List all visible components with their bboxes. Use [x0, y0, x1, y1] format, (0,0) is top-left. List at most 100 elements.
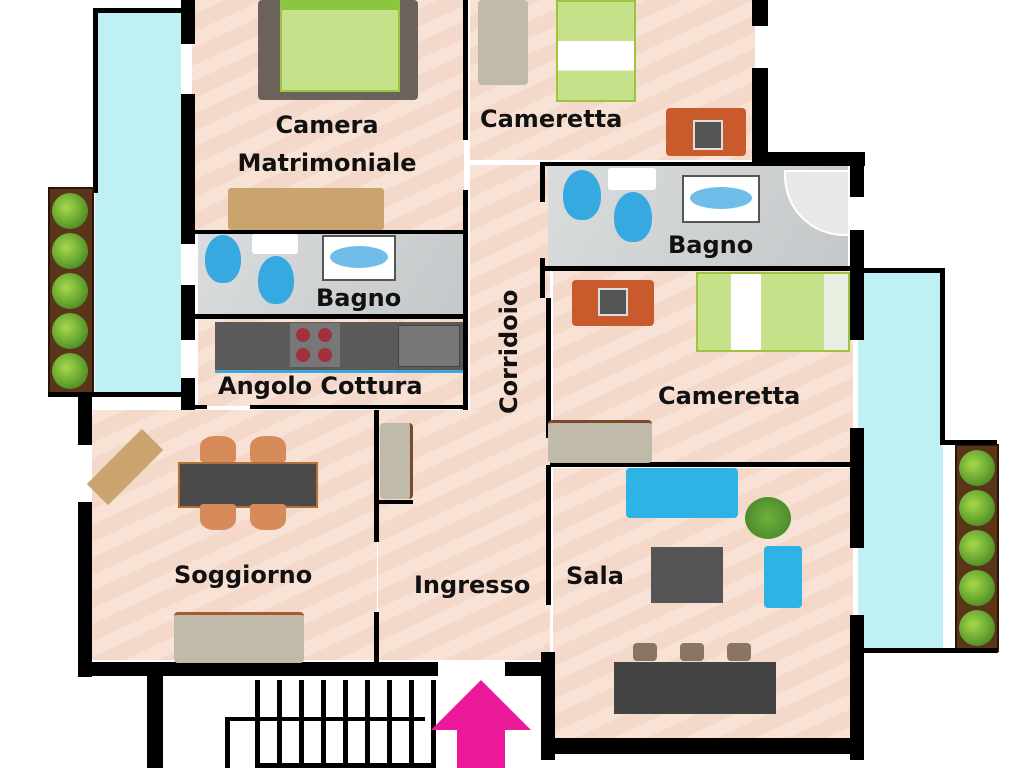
entrance-arrow-up-icon [431, 680, 531, 768]
wall [541, 738, 864, 754]
single-bed [556, 0, 636, 102]
label-sala: Sala [566, 562, 624, 590]
wardrobe [478, 0, 528, 85]
shrub-icon [959, 450, 995, 486]
wall [540, 162, 545, 202]
shower-icon [784, 170, 850, 236]
balcony-right-wall-bottom [858, 648, 998, 653]
sofa-blue [626, 468, 738, 518]
balcony-right [858, 272, 943, 650]
bidet-icon [258, 256, 294, 304]
wall [378, 500, 413, 504]
wall [752, 152, 865, 166]
label-line: Matrimoniale [237, 149, 417, 177]
stairs-wall [147, 676, 163, 768]
plant-icon [745, 497, 791, 539]
label-ingresso: Ingresso [414, 571, 531, 599]
wall [540, 258, 545, 298]
wall [181, 285, 195, 340]
balcony-left-wall-side [93, 8, 98, 193]
shrub-icon [959, 610, 995, 646]
bathtub-icon [322, 235, 396, 281]
shrub-icon [959, 530, 995, 566]
chair-icon [633, 643, 657, 661]
chair-icon [200, 504, 236, 530]
kitchen-sink-icon [398, 325, 460, 367]
balcony-left-wall-top [93, 8, 181, 13]
label-soggiorno: Soggiorno [174, 561, 313, 589]
wall [545, 266, 855, 271]
label-angolo-cottura: Angolo Cottura [218, 372, 423, 400]
planter-right [955, 444, 999, 652]
wall [540, 162, 752, 166]
wall [752, 68, 768, 153]
wall [181, 0, 195, 44]
balcony-right-wall-side [940, 268, 945, 444]
label-camera-matrimoniale: Camera Matrimoniale [232, 106, 422, 182]
chair-icon [250, 436, 286, 462]
wall [850, 615, 864, 760]
wall [374, 410, 379, 542]
balcony-left [95, 10, 181, 395]
coffee-table [651, 547, 723, 603]
armchair-blue [764, 546, 802, 608]
wall [850, 152, 864, 197]
shrub-icon [959, 490, 995, 526]
wall [463, 320, 468, 410]
sink-icon [252, 234, 298, 254]
wall [78, 502, 92, 677]
wall [374, 612, 379, 662]
wall [546, 465, 551, 605]
laptop-icon [693, 120, 723, 150]
shrub-icon [52, 353, 88, 389]
wall [195, 230, 465, 234]
label-corridoio: Corridoio [495, 289, 523, 414]
wall [181, 378, 195, 410]
dining-table-sala [614, 662, 776, 714]
wall [505, 662, 545, 676]
sofa [174, 612, 304, 663]
double-bed [280, 0, 400, 92]
wall [550, 462, 855, 467]
bathtub-icon [682, 175, 760, 223]
stove-icon [290, 323, 340, 367]
planter-left [48, 187, 94, 396]
label-bagno-left: Bagno [316, 284, 402, 312]
room-bagno-left [198, 232, 464, 314]
wall [850, 230, 864, 340]
sink-icon [608, 168, 656, 190]
shrub-icon [52, 273, 88, 309]
shrub-icon [52, 313, 88, 349]
toilet-icon [563, 170, 601, 220]
wall [78, 662, 438, 676]
chair-icon [200, 436, 236, 462]
wall [546, 298, 551, 438]
balcony-right-wall-top [858, 268, 944, 273]
wall [463, 190, 468, 320]
wall [181, 94, 195, 244]
shoe-cabinet [380, 423, 413, 499]
chair-icon [727, 643, 751, 661]
wall [195, 314, 465, 319]
shrub-icon [52, 233, 88, 269]
label-cameretta-top: Cameretta [480, 105, 623, 133]
wall [541, 652, 555, 760]
room-corridoio [470, 165, 550, 415]
wall [250, 405, 465, 409]
laptop-icon [598, 288, 628, 316]
label-line: Camera [275, 111, 379, 139]
shrub-icon [959, 570, 995, 606]
wall [78, 395, 92, 445]
shrub-icon [52, 193, 88, 229]
chair-icon [680, 643, 704, 661]
label-bagno-right: Bagno [668, 231, 754, 259]
wall [463, 0, 468, 140]
balcony-left-wall-bottom [48, 392, 183, 397]
wall [850, 428, 864, 548]
bench [228, 188, 384, 230]
bidet-icon [614, 192, 652, 242]
label-cameretta-mid: Cameretta [658, 382, 801, 410]
balcony-right-wall-top2 [940, 440, 997, 445]
dining-table [178, 462, 318, 508]
chair-icon [250, 504, 286, 530]
